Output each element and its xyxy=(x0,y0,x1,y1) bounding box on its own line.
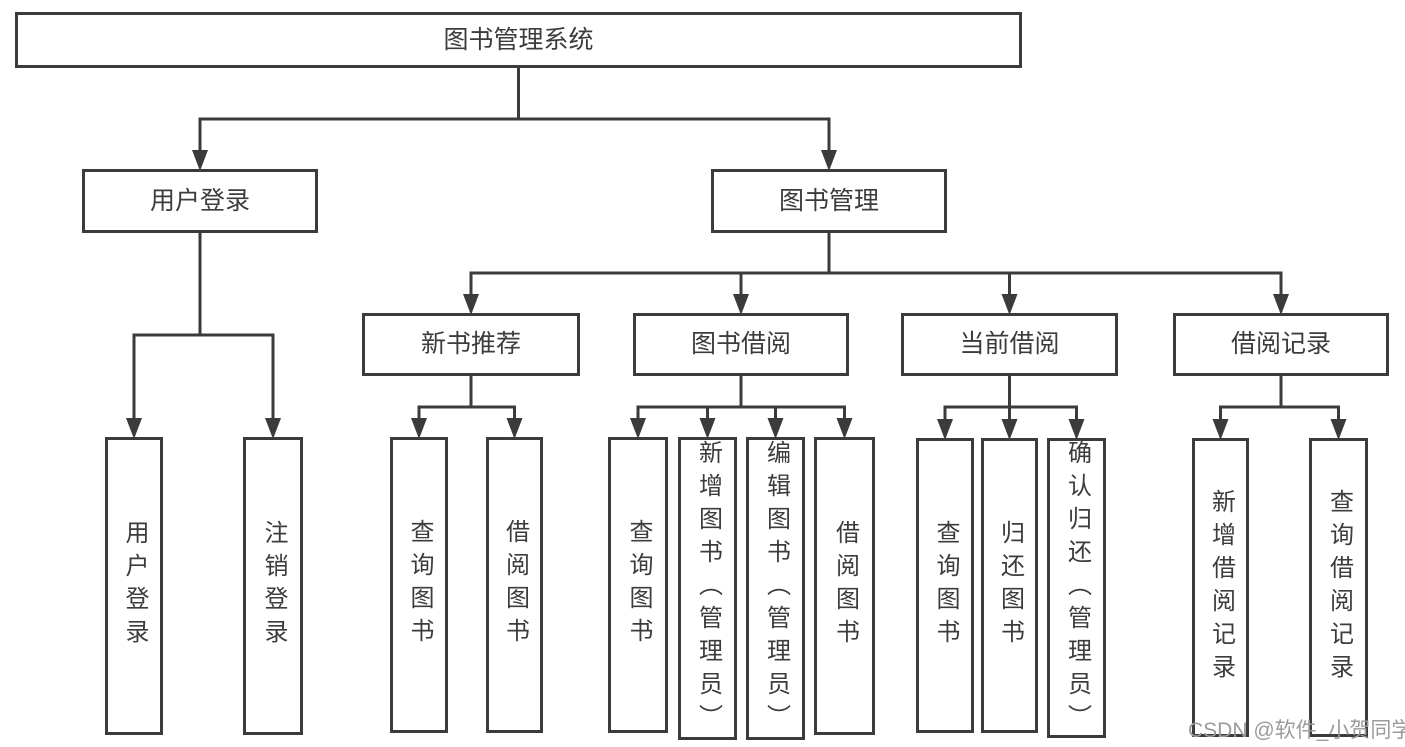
node-logout-label: 注销登录 xyxy=(260,520,287,652)
node-bb-borrow: 借阅图书 xyxy=(814,437,875,735)
node-current: 当前借阅 xyxy=(901,313,1118,376)
csdn-watermark: CSDN @软件_小贺同学 xyxy=(1188,719,1405,742)
node-root: 图书管理系统 xyxy=(15,12,1022,68)
node-user-login-label: 用户登录 xyxy=(121,520,148,652)
node-bb-edit: 编辑图书（管理员） xyxy=(746,437,805,740)
node-root-label: 图书管理系统 xyxy=(443,25,594,54)
node-user-login: 用户登录 xyxy=(105,437,163,735)
node-cur-return-label: 归还图书 xyxy=(996,519,1024,652)
node-cur-confirm-label: 确认归还（管理员） xyxy=(1063,439,1091,737)
node-mgmt: 图书管理 xyxy=(711,169,947,233)
node-nb-query: 查询图书 xyxy=(390,437,448,733)
node-borrow-label: 图书借阅 xyxy=(690,330,791,358)
node-nb-query-label: 查询图书 xyxy=(406,519,433,651)
node-logout: 注销登录 xyxy=(243,437,303,735)
node-records: 借阅记录 xyxy=(1173,313,1389,376)
node-newbook-label: 新书推荐 xyxy=(420,330,521,358)
node-cur-query: 查询图书 xyxy=(916,438,974,733)
node-rec-query-label: 查询借阅记录 xyxy=(1325,488,1353,687)
node-cur-return: 归还图书 xyxy=(981,438,1038,733)
node-bb-add-label: 新增图书（管理员） xyxy=(694,440,722,737)
node-nb-borrow: 借阅图书 xyxy=(486,437,543,733)
node-records-label: 借阅记录 xyxy=(1230,330,1331,358)
node-rec-add-label: 新增借阅记录 xyxy=(1207,488,1235,687)
node-login-label: 用户登录 xyxy=(149,186,250,215)
node-newbook: 新书推荐 xyxy=(362,313,580,376)
node-bb-edit-label: 编辑图书（管理员） xyxy=(762,440,790,737)
node-login: 用户登录 xyxy=(82,169,318,233)
node-bb-query: 查询图书 xyxy=(608,437,668,733)
node-borrow: 图书借阅 xyxy=(633,313,849,376)
node-bb-borrow-label: 借阅图书 xyxy=(831,520,859,652)
node-mgmt-label: 图书管理 xyxy=(778,186,879,215)
node-nb-borrow-label: 借阅图书 xyxy=(501,519,529,651)
node-current-label: 当前借阅 xyxy=(959,330,1060,358)
node-bb-query-label: 查询图书 xyxy=(625,519,652,651)
node-cur-query-label: 查询图书 xyxy=(932,519,959,652)
node-bb-add: 新增图书（管理员） xyxy=(678,437,737,740)
node-cur-confirm: 确认归还（管理员） xyxy=(1047,438,1106,738)
node-rec-add: 新增借阅记录 xyxy=(1192,438,1249,737)
node-rec-query: 查询借阅记录 xyxy=(1309,438,1368,737)
